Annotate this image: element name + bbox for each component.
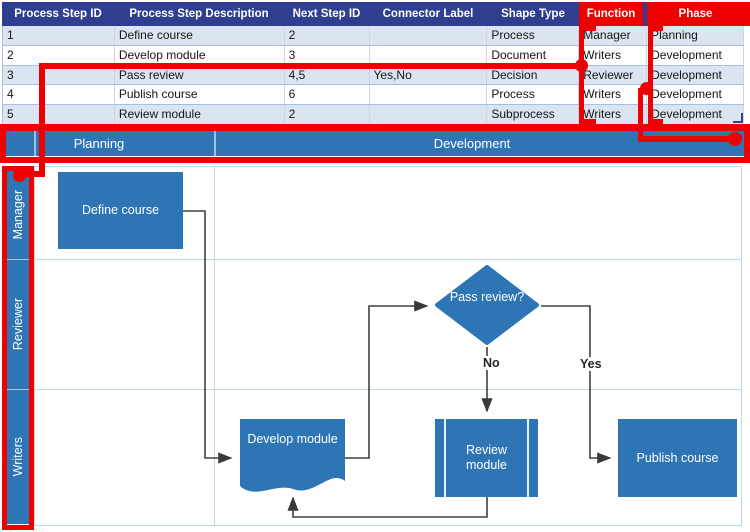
phase-label-development[interactable]: Development bbox=[433, 136, 511, 151]
cell[interactable]: Review module bbox=[115, 105, 285, 124]
table-body: 1 Define course 2 Process Manager Planni… bbox=[2, 26, 744, 125]
diagram-boundary bbox=[34, 166, 742, 526]
cell-phase[interactable]: Development bbox=[647, 85, 744, 105]
cell-function[interactable]: Reviewer bbox=[579, 65, 648, 85]
cell[interactable]: Pass review bbox=[115, 65, 285, 85]
table-row: 5 Review module 2 Subprocess Writers Dev… bbox=[3, 105, 744, 125]
annotation-line-horizontal bbox=[42, 63, 582, 69]
cell[interactable]: 2 bbox=[285, 105, 370, 124]
annotation-line-horizontal bbox=[638, 136, 737, 142]
table-row: 4 Publish course 6 Process Writers Devel… bbox=[3, 85, 744, 106]
document-shape-label: Develop module bbox=[247, 432, 338, 446]
cell-phase[interactable]: Development bbox=[647, 105, 744, 124]
annotation-line-to-lanes bbox=[20, 171, 45, 177]
cell[interactable]: Process bbox=[487, 26, 580, 45]
cell[interactable]: Decision bbox=[487, 65, 580, 85]
annotation-phase-bracket-top bbox=[648, 26, 663, 31]
cell[interactable]: 6 bbox=[285, 85, 370, 105]
lane-column-separator bbox=[7, 259, 29, 260]
lane-label-reviewer[interactable]: Reviewer bbox=[7, 259, 29, 389]
annotation-function-bracket bbox=[579, 27, 584, 124]
annotation-function-bracket-bottom bbox=[579, 119, 596, 124]
cell[interactable]: Yes,No bbox=[370, 65, 488, 85]
column-header-function[interactable]: Function bbox=[579, 2, 647, 26]
column-header-phase[interactable]: Phase bbox=[647, 2, 744, 26]
decision-shape-pass-review[interactable] bbox=[433, 263, 541, 347]
annotation-dot bbox=[728, 132, 742, 146]
column-header-process-step-id[interactable]: Process Step ID bbox=[14, 8, 102, 20]
cell[interactable]: 3 bbox=[285, 45, 370, 65]
cell[interactable]: 4 bbox=[3, 85, 115, 105]
cell-function[interactable]: Manager bbox=[579, 26, 648, 45]
lane-divider-line bbox=[34, 389, 742, 390]
cell[interactable]: 3 bbox=[3, 65, 115, 85]
annotation-line-vertical bbox=[638, 88, 643, 141]
cell[interactable]: 5 bbox=[3, 105, 115, 124]
column-header-connector-label[interactable]: Connector Label bbox=[382, 8, 474, 20]
table-header-row: Process Step ID Process Step Description… bbox=[2, 2, 744, 26]
table-row: 2 Develop module 3 Document Writers Deve… bbox=[3, 45, 744, 66]
lane-divider-line bbox=[34, 259, 742, 260]
cell[interactable]: 4,5 bbox=[285, 65, 370, 85]
table-row: 1 Define course 2 Process Manager Planni… bbox=[3, 26, 744, 46]
cell-function[interactable]: Writers bbox=[579, 45, 648, 65]
lane-label-writers[interactable]: Writers bbox=[7, 389, 29, 524]
cell[interactable]: 2 bbox=[3, 45, 115, 65]
process-shape-publish-course[interactable]: Publish course bbox=[618, 419, 737, 497]
annotation-phase-header-outline bbox=[0, 124, 750, 163]
annotation-line-vertical bbox=[39, 63, 45, 177]
cell-phase[interactable]: Development bbox=[647, 45, 744, 65]
annotation-dot bbox=[640, 82, 653, 95]
phase-label-planning[interactable]: Planning bbox=[73, 136, 125, 151]
annotation-lane-labels-outline bbox=[2, 166, 34, 530]
cell[interactable] bbox=[370, 105, 488, 124]
annotation-function-bracket-top bbox=[579, 26, 596, 31]
cell[interactable] bbox=[370, 45, 488, 65]
cell-phase[interactable]: Planning bbox=[647, 26, 744, 45]
cell[interactable]: Develop module bbox=[115, 45, 285, 65]
decision-shape-label: Pass review? bbox=[449, 290, 525, 304]
annotation-phase-bracket-bottom bbox=[648, 119, 663, 124]
process-shape-define-course[interactable]: Define course bbox=[58, 172, 183, 249]
annotation-dot bbox=[13, 169, 26, 182]
phase-bar-separator bbox=[214, 131, 216, 156]
header-highlight-extension bbox=[744, 2, 750, 26]
cell-function[interactable]: Writers bbox=[579, 105, 648, 124]
cell[interactable] bbox=[370, 26, 488, 45]
subprocess-shape-review-module[interactable]: Review module bbox=[435, 419, 538, 497]
table-row: 3 Pass review 4,5 Yes,No Decision Review… bbox=[3, 65, 744, 86]
phase-bar-separator bbox=[34, 131, 36, 156]
connector-label-no: No bbox=[481, 356, 502, 370]
document-shape-develop-module[interactable] bbox=[240, 419, 345, 499]
cell[interactable]: Document bbox=[487, 45, 580, 65]
column-header-next-step-id[interactable]: Next Step ID bbox=[292, 8, 361, 20]
lane-label-manager[interactable]: Manager bbox=[7, 171, 29, 259]
column-header-shape-type[interactable]: Shape Type bbox=[501, 8, 565, 20]
cell[interactable]: Subprocess bbox=[487, 105, 580, 124]
table-resize-handle-icon[interactable] bbox=[733, 113, 743, 123]
cell[interactable]: Define course bbox=[115, 26, 285, 45]
cell-phase[interactable]: Development bbox=[647, 65, 744, 85]
connector-label-yes: Yes bbox=[578, 357, 604, 371]
lane-column-separator bbox=[7, 389, 29, 390]
annotation-phase-bracket bbox=[648, 27, 653, 124]
cell[interactable]: Process bbox=[487, 85, 580, 105]
cell[interactable]: 1 bbox=[3, 26, 115, 45]
cell[interactable] bbox=[370, 85, 488, 105]
subprocess-shape-label: Review module bbox=[466, 443, 507, 472]
cell-function[interactable]: Writers bbox=[579, 85, 648, 105]
cell[interactable]: 2 bbox=[285, 26, 370, 45]
column-header-process-step-description[interactable]: Process Step Description bbox=[129, 8, 269, 20]
phase-header-bar[interactable] bbox=[6, 131, 744, 156]
phase-divider-line bbox=[214, 166, 215, 526]
cell[interactable]: Publish course bbox=[115, 85, 285, 105]
